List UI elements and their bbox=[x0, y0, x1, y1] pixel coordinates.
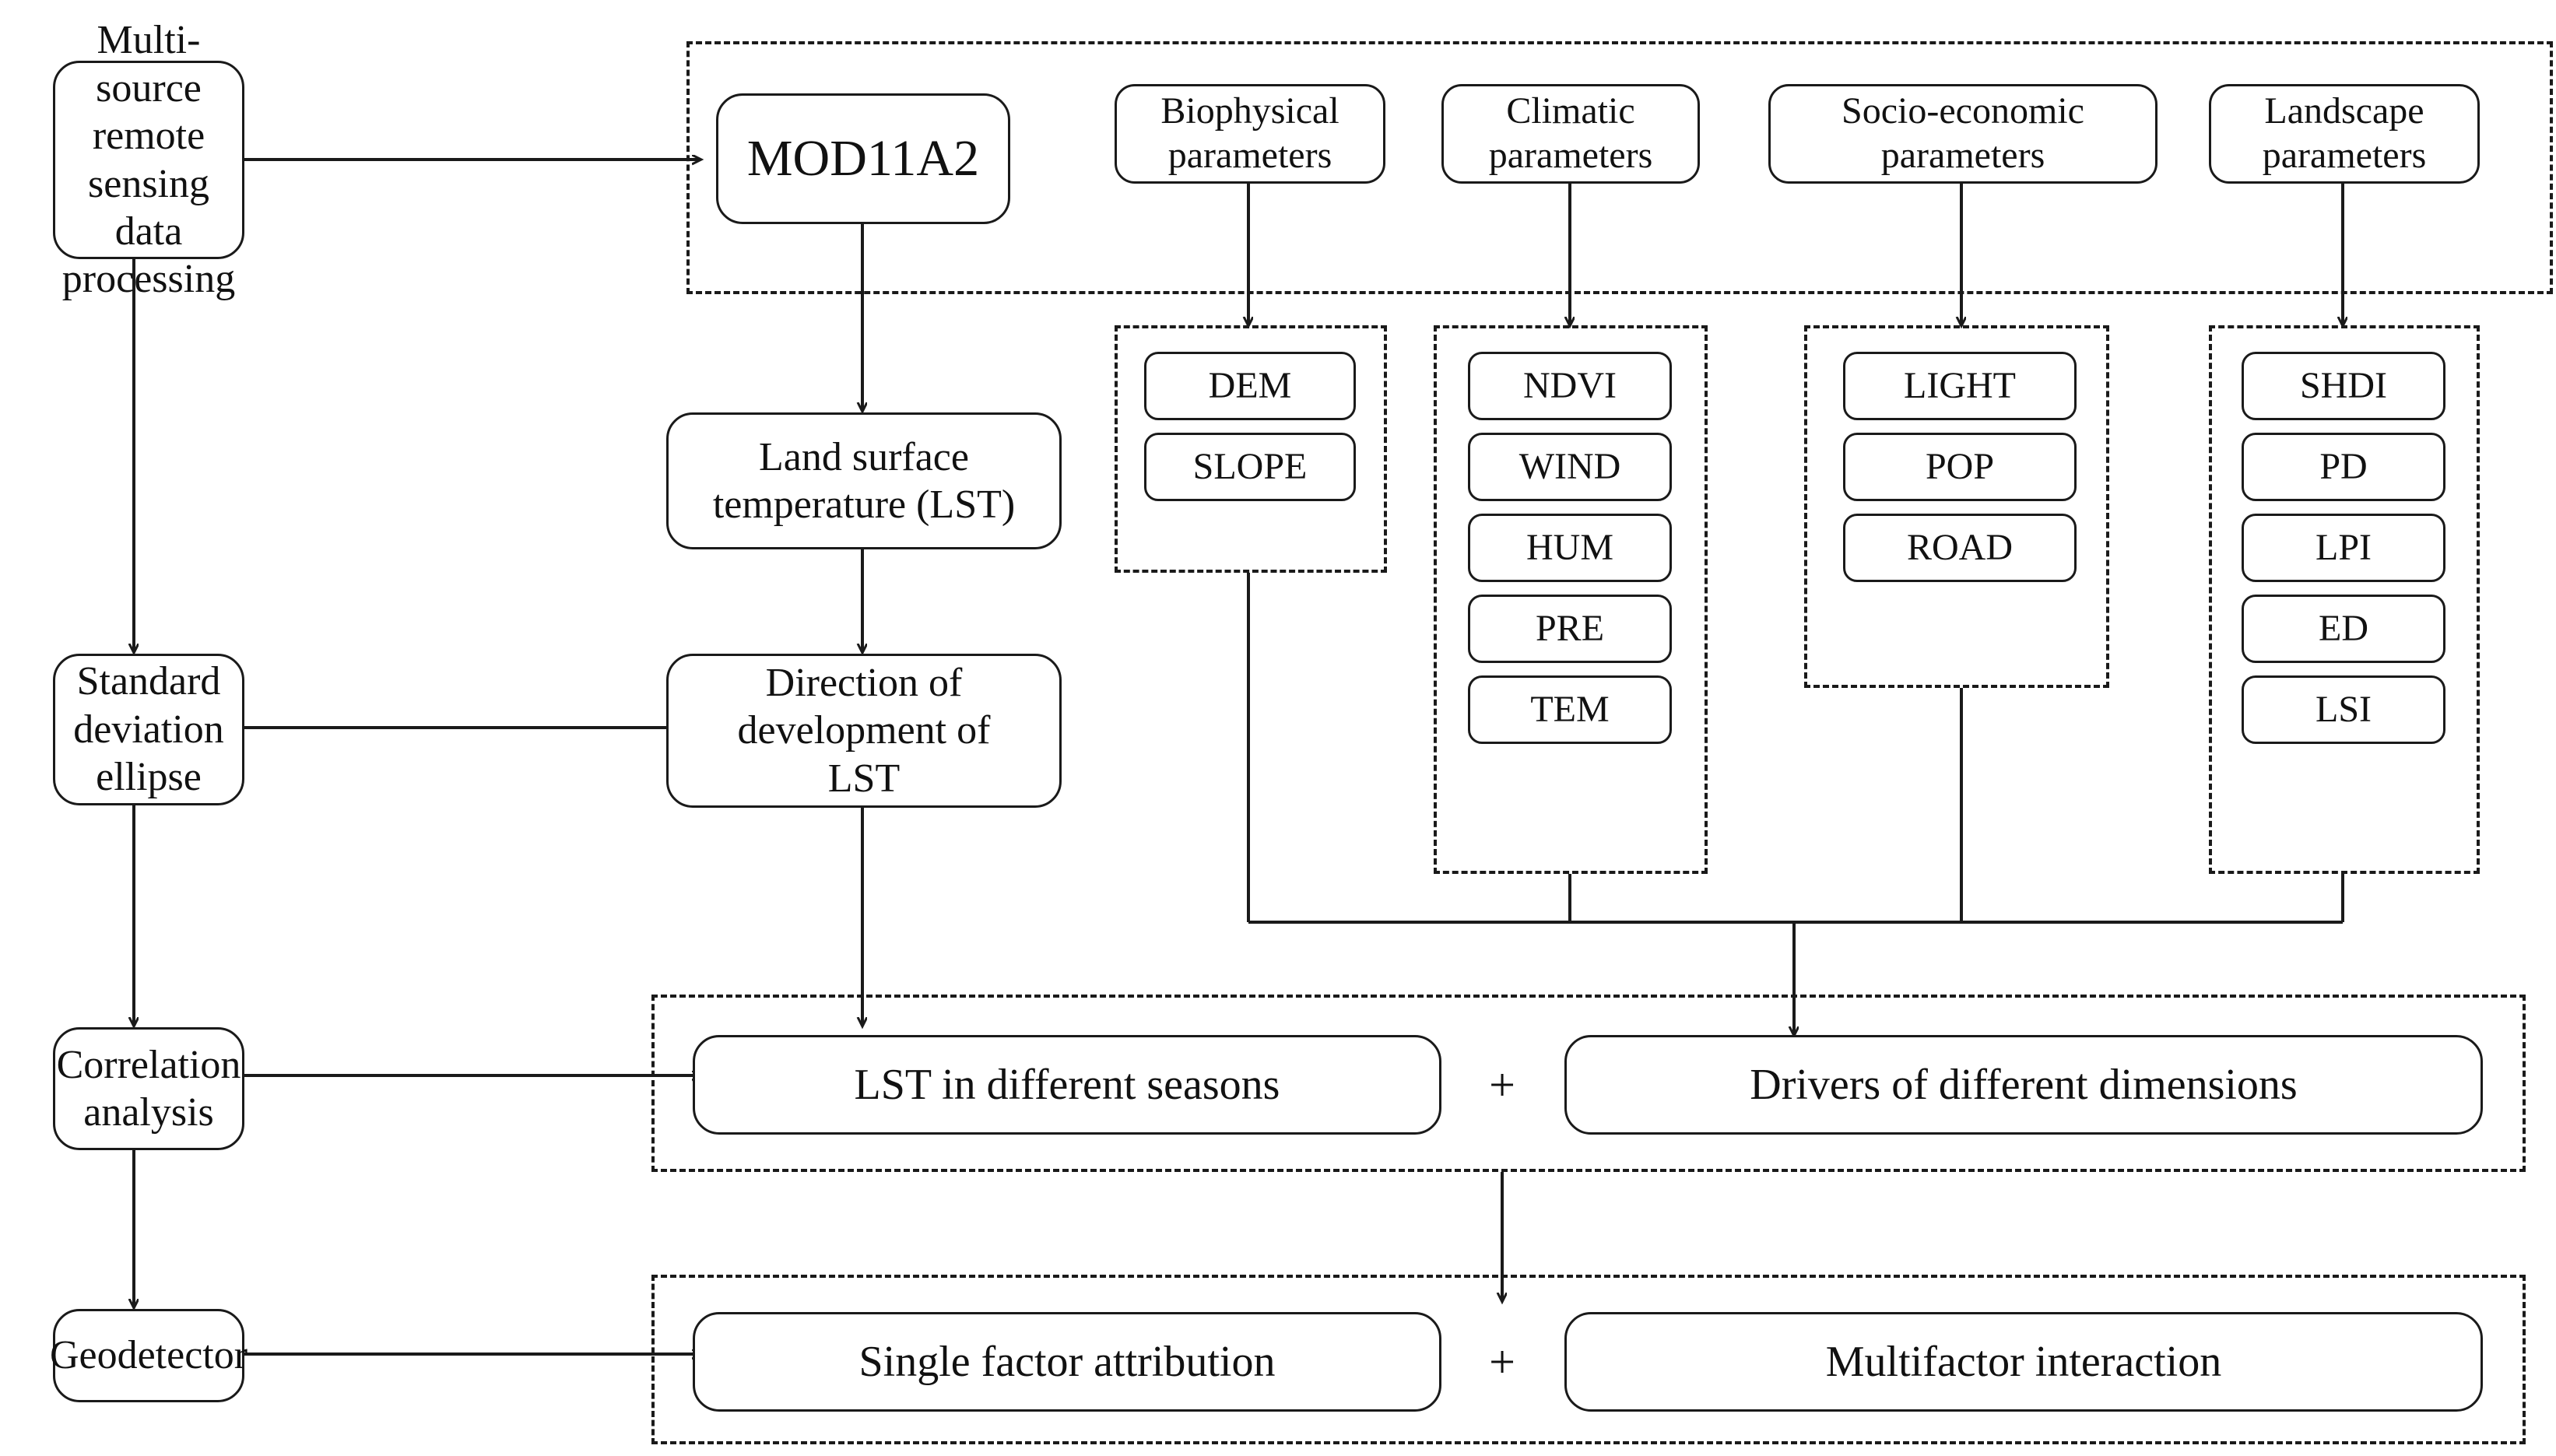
node-param-shdi[interactable]: SHDI bbox=[2242, 352, 2445, 420]
node-label: TEM bbox=[1530, 688, 1610, 730]
node-param-light[interactable]: LIGHT bbox=[1843, 352, 2077, 420]
node-param-tem[interactable]: TEM bbox=[1468, 675, 1672, 744]
dashed-group-landscape-items bbox=[2209, 325, 2480, 874]
node-multifactor-interaction[interactable]: Multifactor interaction bbox=[1564, 1312, 2483, 1412]
node-landscape-parameters[interactable]: Landscape parameters bbox=[2209, 84, 2480, 184]
plus-symbol: + bbox=[1489, 1058, 1515, 1110]
node-label: ED bbox=[2319, 607, 2368, 649]
node-standard-deviation-ellipse[interactable]: Standard deviation ellipse bbox=[53, 654, 244, 805]
node-land-surface-temperature[interactable]: Land surface temperature (LST) bbox=[666, 412, 1062, 549]
dashed-group-climatic-items bbox=[1434, 325, 1708, 874]
node-label: Land surface temperature (LST) bbox=[712, 434, 1016, 527]
node-socio-economic-parameters[interactable]: Socio-economic parameters bbox=[1768, 84, 2158, 184]
node-label: LPI bbox=[2315, 526, 2372, 568]
node-label: PRE bbox=[1535, 607, 1605, 649]
node-label: Direction of development of LST bbox=[737, 660, 991, 801]
node-label: LST in different seasons bbox=[854, 1060, 1280, 1109]
node-label: Biophysical parameters bbox=[1160, 90, 1339, 176]
node-label: Drivers of different dimensions bbox=[1750, 1060, 2298, 1109]
node-label: Geodetector bbox=[49, 1333, 248, 1378]
node-param-lsi[interactable]: LSI bbox=[2242, 675, 2445, 744]
node-multi-source-data-processing[interactable]: Multi-source remote sensing data process… bbox=[53, 18, 244, 301]
node-geodetector[interactable]: Geodetector bbox=[50, 1309, 248, 1402]
node-label: SHDI bbox=[2299, 364, 2387, 406]
node-label: PD bbox=[2319, 445, 2368, 487]
node-label: NDVI bbox=[1523, 364, 1617, 406]
node-label: Multifactor interaction bbox=[1825, 1337, 2222, 1386]
node-label: LIGHT bbox=[1904, 364, 2016, 406]
node-param-slope[interactable]: SLOPE bbox=[1144, 433, 1356, 501]
node-param-dem[interactable]: DEM bbox=[1144, 352, 1356, 420]
node-label: DEM bbox=[1208, 364, 1292, 406]
node-param-pre[interactable]: PRE bbox=[1468, 595, 1672, 663]
node-correlation-analysis[interactable]: Correlation analysis bbox=[53, 1027, 244, 1150]
node-climatic-parameters[interactable]: Climatic parameters bbox=[1441, 84, 1700, 184]
node-param-pd[interactable]: PD bbox=[2242, 433, 2445, 501]
node-label: Climatic parameters bbox=[1488, 90, 1653, 176]
node-label: WIND bbox=[1519, 445, 1621, 487]
dashed-group-geodetector-results bbox=[651, 1275, 2526, 1444]
node-param-lpi[interactable]: LPI bbox=[2242, 514, 2445, 582]
node-label: Single factor attribution bbox=[858, 1337, 1276, 1386]
node-single-factor-attribution[interactable]: Single factor attribution bbox=[693, 1312, 1441, 1412]
node-label: MOD11A2 bbox=[746, 130, 980, 188]
dashed-group-biophysical-items bbox=[1115, 325, 1387, 573]
node-label: LSI bbox=[2315, 688, 2372, 730]
node-param-wind[interactable]: WIND bbox=[1468, 433, 1672, 501]
node-label: Correlation analysis bbox=[56, 1042, 241, 1135]
node-param-ndvi[interactable]: NDVI bbox=[1468, 352, 1672, 420]
dashed-group-data-sources bbox=[686, 41, 2553, 294]
node-param-pop[interactable]: POP bbox=[1843, 433, 2077, 501]
node-biophysical-parameters[interactable]: Biophysical parameters bbox=[1115, 84, 1385, 184]
node-label: SLOPE bbox=[1192, 445, 1308, 487]
dashed-group-socio-items bbox=[1804, 325, 2109, 688]
node-param-hum[interactable]: HUM bbox=[1468, 514, 1672, 582]
node-label: POP bbox=[1925, 445, 1995, 487]
node-label: Standard deviation ellipse bbox=[73, 659, 224, 800]
dashed-group-correlation-results bbox=[651, 995, 2526, 1172]
plus-symbol: + bbox=[1489, 1335, 1515, 1388]
node-param-ed[interactable]: ED bbox=[2242, 595, 2445, 663]
plus-operator-geodetector: + bbox=[1463, 1312, 1541, 1412]
node-label: Multi-source remote sensing data process… bbox=[61, 18, 236, 302]
node-mod11a2[interactable]: MOD11A2 bbox=[716, 93, 1010, 224]
node-label: HUM bbox=[1526, 526, 1613, 568]
node-label: Socio-economic parameters bbox=[1842, 90, 2084, 176]
node-label: Landscape parameters bbox=[2262, 90, 2427, 176]
node-label: ROAD bbox=[1906, 526, 2013, 568]
node-param-road[interactable]: ROAD bbox=[1843, 514, 2077, 582]
plus-operator-correlation: + bbox=[1463, 1035, 1541, 1135]
node-lst-in-different-seasons[interactable]: LST in different seasons bbox=[693, 1035, 1441, 1135]
node-direction-of-development-of-lst[interactable]: Direction of development of LST bbox=[666, 654, 1062, 808]
node-drivers-of-different-dimensions[interactable]: Drivers of different dimensions bbox=[1564, 1035, 2483, 1135]
